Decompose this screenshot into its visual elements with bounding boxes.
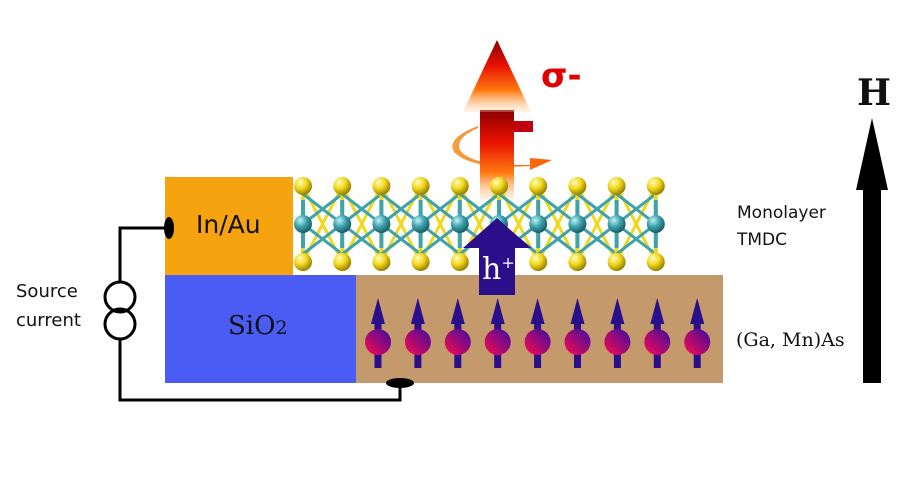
spin-up-icon bbox=[404, 298, 431, 368]
sulfur-atom bbox=[646, 253, 665, 271]
sulfur-atom bbox=[294, 253, 312, 271]
sio2-layer bbox=[165, 275, 356, 383]
sulfur-atom bbox=[372, 253, 391, 271]
spin-up-icon bbox=[644, 298, 671, 368]
sulfur-atom bbox=[568, 253, 587, 271]
spin-array bbox=[365, 298, 711, 368]
spin-up-icon bbox=[604, 298, 631, 368]
circular-polarization-arrow-icon bbox=[452, 40, 552, 200]
current-source-symbol bbox=[103, 280, 137, 341]
sulfur-atom bbox=[333, 253, 352, 271]
sulfur-atom bbox=[294, 177, 312, 195]
sio2-main: SiO bbox=[228, 311, 276, 341]
sulfur-atom bbox=[529, 177, 548, 195]
spin-up-icon bbox=[564, 298, 591, 368]
spin-up-icon bbox=[684, 298, 711, 368]
sulfur-atom bbox=[607, 253, 626, 271]
sulfur-atom bbox=[646, 177, 665, 195]
sulfur-atom bbox=[411, 177, 430, 195]
in-au-contact bbox=[165, 177, 293, 275]
sulfur-atom bbox=[450, 177, 469, 195]
metal-atom bbox=[568, 215, 587, 233]
sio2-subscript: 2 bbox=[275, 317, 288, 339]
source-label-line2: current bbox=[16, 310, 81, 331]
circuit-wire bbox=[118, 226, 402, 402]
source-label-line1: Source bbox=[16, 281, 78, 302]
spin-up-icon bbox=[444, 298, 471, 368]
sulfur-atom bbox=[529, 253, 548, 271]
spin-up-icon bbox=[365, 298, 391, 368]
metal-atom bbox=[646, 215, 665, 233]
metal-atom bbox=[411, 215, 430, 233]
hole-label: h+ bbox=[482, 252, 515, 287]
spin-up-icon bbox=[484, 298, 511, 368]
metal-atom bbox=[607, 215, 626, 233]
sulfur-atom bbox=[333, 177, 352, 195]
metal-atom bbox=[450, 215, 469, 233]
field-label: H bbox=[857, 72, 892, 114]
metal-atom bbox=[372, 215, 391, 233]
gamnas-label: (Ga, Mn)As bbox=[736, 329, 845, 351]
hole-letter: h bbox=[482, 252, 502, 287]
metal-atom bbox=[294, 215, 312, 233]
bottom-electrode-contact bbox=[386, 378, 414, 388]
sulfur-atom bbox=[490, 177, 508, 195]
metal-atom bbox=[333, 215, 352, 233]
metal-atom bbox=[529, 215, 548, 233]
top-electrode-contact bbox=[164, 217, 174, 239]
monolayer-label-line1: Monolayer bbox=[737, 203, 826, 223]
sulfur-atom bbox=[450, 253, 469, 271]
magnetic-field-arrow-icon bbox=[856, 118, 888, 383]
sulfur-atom bbox=[372, 177, 391, 195]
monolayer-label-line2: TMDC bbox=[737, 230, 788, 250]
hole-spin-arrow-icon bbox=[463, 218, 531, 295]
sio2-label: SiO2 bbox=[228, 311, 288, 341]
sulfur-atom bbox=[568, 177, 587, 195]
sulfur-atom bbox=[607, 177, 626, 195]
polarization-label: σ- bbox=[541, 56, 582, 96]
in-au-label: In/Au bbox=[196, 210, 261, 239]
hole-superscript: + bbox=[501, 253, 515, 272]
sulfur-atom bbox=[411, 253, 430, 271]
spin-up-icon bbox=[524, 298, 551, 368]
